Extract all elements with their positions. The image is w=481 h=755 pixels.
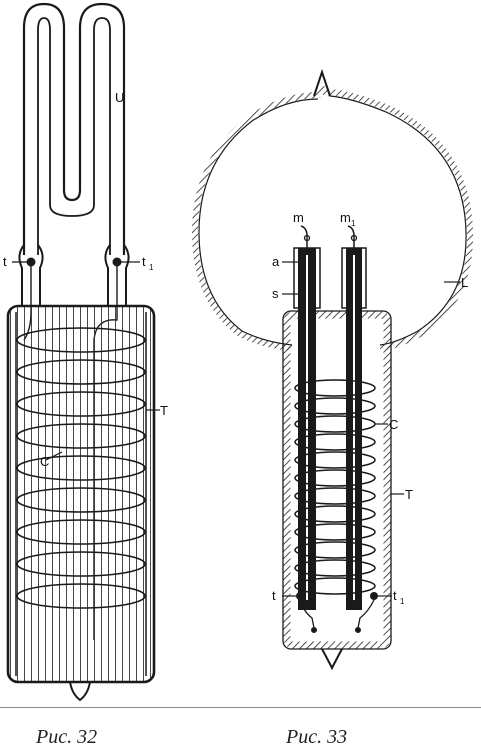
caption-fig-33: Рис. 33 — [286, 726, 348, 748]
label-U: U — [115, 90, 124, 105]
leader-C — [45, 451, 63, 461]
label-L: L — [461, 275, 468, 290]
label-C: C — [40, 454, 49, 469]
hook-m-ring — [303, 234, 311, 242]
label-t-33: t — [272, 588, 276, 603]
label-t1: t — [142, 254, 146, 269]
wire-bottom-right — [357, 599, 375, 629]
node-bottom-right — [355, 627, 361, 633]
terminal-t-33 — [296, 592, 304, 600]
label-m1: m — [340, 210, 351, 225]
figure-33 — [191, 68, 474, 671]
hook-m1 — [347, 225, 355, 248]
inner-tube-tip — [321, 648, 343, 671]
junction-left — [18, 244, 44, 306]
hook-m1-ring — [350, 234, 358, 242]
tube-body — [6, 304, 156, 684]
label-t1-33-sub: 1 — [400, 597, 405, 606]
figure-32 — [6, 2, 160, 702]
label-t1-33: t — [393, 588, 397, 603]
bulb-L — [191, 81, 474, 351]
u-tube-outer — [22, 2, 126, 255]
label-T: T — [160, 403, 168, 418]
inner-tube-wall — [283, 311, 391, 649]
label-t: t — [3, 254, 7, 269]
bulb-L-outline — [198, 95, 467, 346]
hook-m — [300, 225, 308, 248]
tube-body-fill — [8, 306, 154, 682]
wire-bottom-left — [299, 599, 315, 629]
tube-tip — [69, 681, 91, 702]
inner-tube-outline — [282, 310, 392, 650]
label-m1-sub: 1 — [351, 219, 356, 228]
bulb-tip — [313, 68, 331, 97]
label-T-33: T — [405, 487, 413, 502]
separator-line — [0, 707, 481, 708]
label-C-33: C — [389, 417, 398, 432]
terminal-t-dot — [26, 257, 36, 267]
coil-c — [16, 327, 146, 609]
label-m: m — [293, 210, 304, 225]
node-bottom-left — [311, 627, 317, 633]
label-a: a — [272, 254, 280, 269]
u-tube-inner — [37, 17, 111, 255]
caption-fig-32: Рис. 32 — [36, 726, 98, 748]
label-s: s — [272, 286, 279, 301]
label-t1-sub: 1 — [149, 263, 154, 272]
terminal-t1-33 — [370, 592, 378, 600]
junction-right — [104, 244, 130, 306]
terminal-t1-dot — [112, 257, 122, 267]
